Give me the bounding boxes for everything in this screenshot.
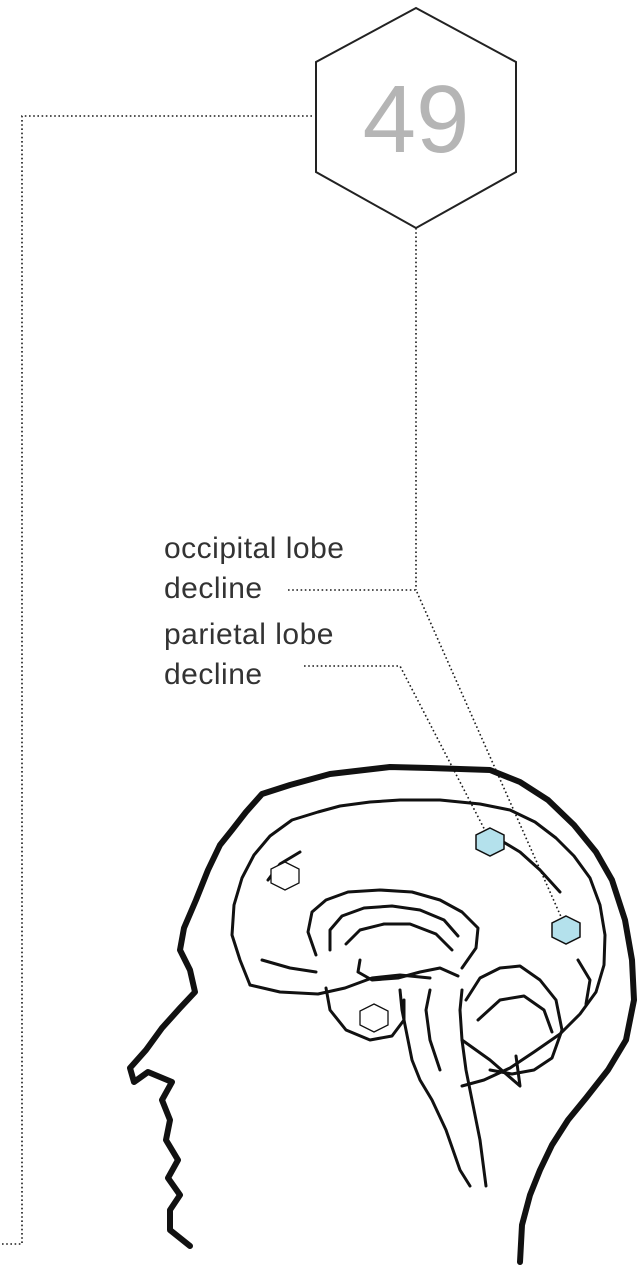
fornix (346, 924, 452, 950)
corpus-callosum-inner (330, 906, 458, 950)
brainstem-center (426, 990, 440, 1070)
occipital-gyrus (578, 960, 590, 1004)
frontal-marker-hexagon (271, 862, 299, 890)
cerebellum-tentorium (462, 1040, 520, 1086)
figure-number: 49 (363, 66, 470, 173)
occipital-marker-hexagon (552, 916, 580, 944)
temporal-gyrus (262, 960, 316, 972)
occipital-label-line2: decline (164, 572, 263, 605)
parietal-gyrus (500, 840, 560, 892)
parietal-label-line2: decline (164, 658, 263, 691)
parietal-label-line1: parietal lobe (164, 618, 334, 651)
occipital-label-line1: occipital lobe (164, 532, 344, 565)
temporal-marker-hexagon (360, 1004, 388, 1032)
parietal-marker-hexagon (476, 828, 504, 856)
brain-outline (232, 800, 605, 1086)
brainstem-back (460, 990, 486, 1186)
cerebellum-inner (478, 996, 552, 1032)
